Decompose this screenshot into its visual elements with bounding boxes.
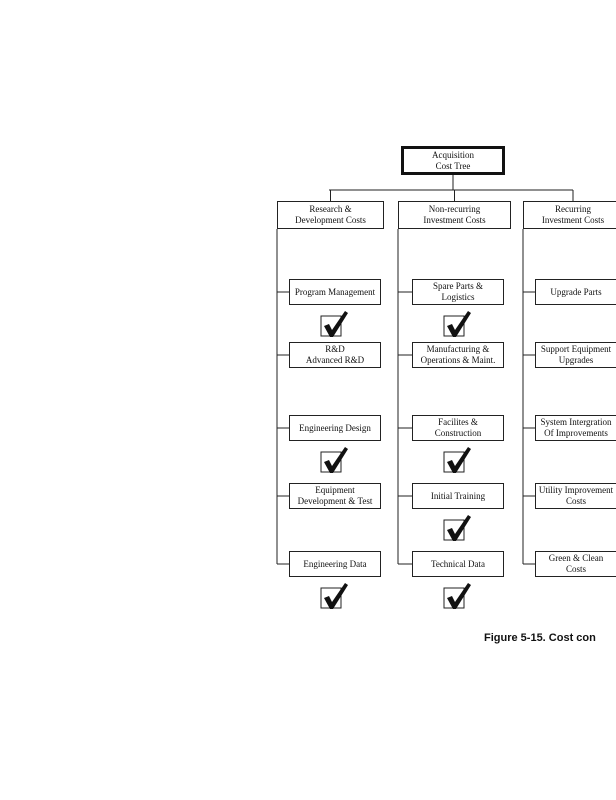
non-recurring-item: Facilites & Construction [412, 415, 504, 441]
checkmark-icon [443, 583, 471, 609]
figure-caption: Figure 5-15. Cost con [484, 632, 596, 644]
checkmark-icon [443, 447, 471, 473]
recurring-item: Upgrade Parts [535, 279, 616, 305]
recurring-item: System Intergration Of Improvements [535, 415, 616, 441]
checkmark-icon [320, 583, 348, 609]
checkmark-icon [443, 311, 471, 337]
root-node: Acquisition Cost Tree [401, 146, 505, 175]
research-development-item: R&D Advanced R&D [289, 342, 381, 368]
non-recurring-header: Non-recurring Investment Costs [398, 201, 511, 229]
non-recurring-item: Technical Data [412, 551, 504, 577]
non-recurring-item: Spare Parts & Logistics [412, 279, 504, 305]
recurring-item: Utility Improvement Costs [535, 483, 616, 509]
checkmark-icon [443, 515, 471, 541]
non-recurring-item: Manufacturing & Operations & Maint. [412, 342, 504, 368]
recurring-item: Green & Clean Costs [535, 551, 616, 577]
research-development-header: Research & Development Costs [277, 201, 384, 229]
recurring-header: Recurring Investment Costs [523, 201, 616, 229]
checkmark-icon [320, 447, 348, 473]
recurring-item: Support Equipment Upgrades [535, 342, 616, 368]
research-development-item: Engineering Design [289, 415, 381, 441]
checkmark-icon [320, 311, 348, 337]
research-development-item: Equipment Development & Test [289, 483, 381, 509]
research-development-item: Engineering Data [289, 551, 381, 577]
non-recurring-item: Initial Training [412, 483, 504, 509]
research-development-item: Program Management [289, 279, 381, 305]
